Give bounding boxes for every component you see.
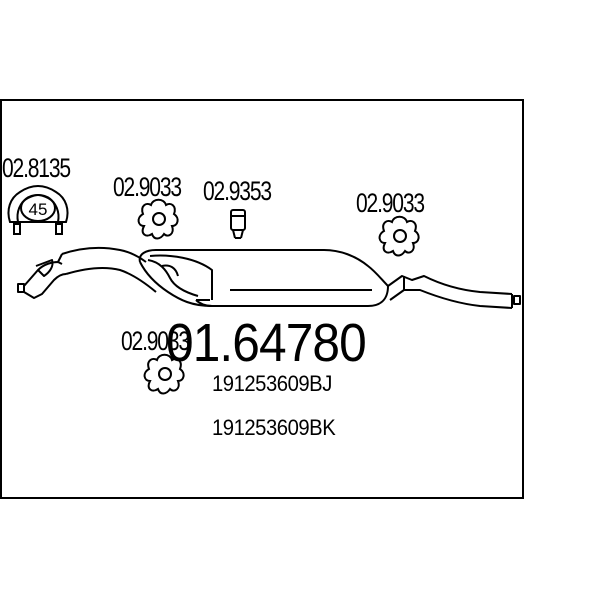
exhaust-clamp-icon [7,184,69,235]
part-code-label: 02.9033 [113,172,182,202]
rubber-hanger-icon [378,215,420,257]
oem-number: 191253609BJ [212,371,332,396]
rubber-mount-icon [230,209,246,239]
rubber-hanger-icon [143,353,185,395]
rear-silencer-icon [17,246,521,309]
part-code-label: 02.9033 [356,188,425,218]
rubber-hanger-icon [137,198,179,240]
part-code-label: 02.9353 [203,176,272,206]
main-part-number: 01.64780 [166,313,367,373]
clamp-size-label: 45 [29,200,48,219]
diagram-frame [0,99,524,499]
part-code-label: 02.8135 [2,153,71,183]
oem-number: 191253609BK [212,415,336,440]
part-code-label: 02.9033 [121,326,190,356]
